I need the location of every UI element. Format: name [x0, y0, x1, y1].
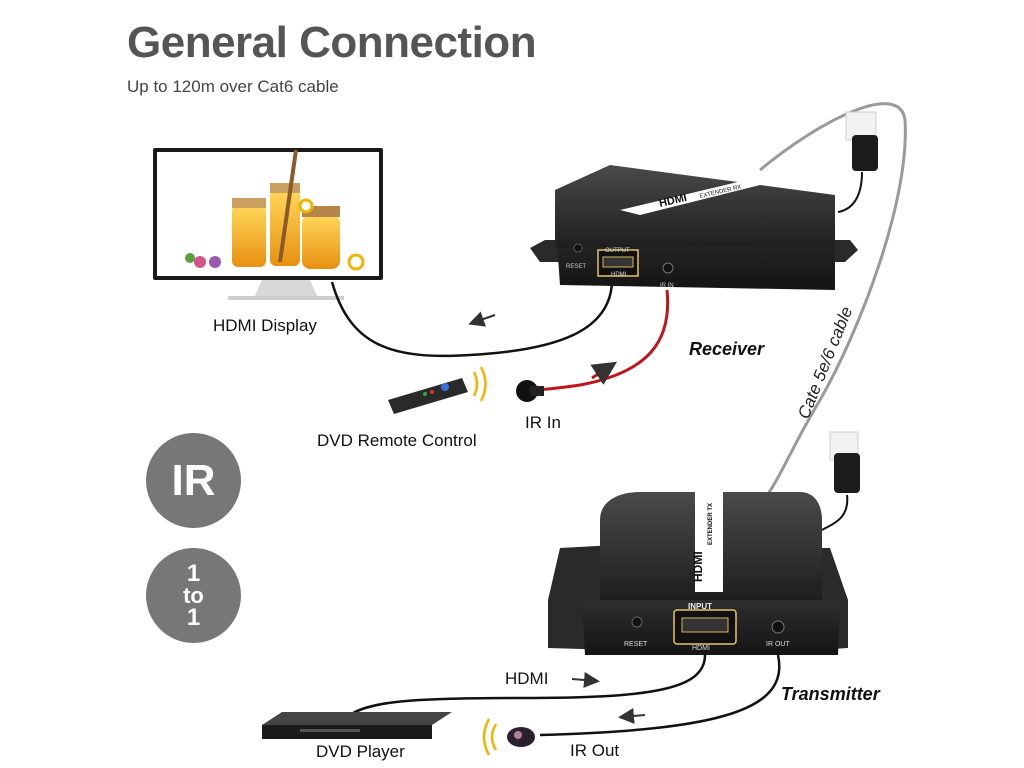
label-dvd-player: DVD Player [316, 742, 405, 761]
page-title: General Connection [127, 18, 537, 67]
one-to-one-badge: 1 to 1 [146, 548, 241, 643]
svg-text:RESET: RESET [624, 641, 648, 648]
ir-out-cable [539, 654, 781, 737]
svg-text:EXTENDER TX: EXTENDER TX [708, 503, 714, 545]
cable-label: Cate 5e/6 cable [794, 304, 856, 422]
arrow-icon [468, 311, 496, 327]
svg-text:HDMI: HDMI [691, 551, 705, 582]
arrow-icon [571, 672, 600, 688]
ir-badge: IR [146, 433, 241, 528]
power-adapter-icon [837, 111, 878, 213]
cat-cable [758, 102, 907, 506]
label-ir-in: IR In [525, 413, 561, 432]
ratio-mid: to [183, 582, 204, 608]
label-ir-out: IR Out [570, 741, 620, 760]
label-transmitter: Transmitter [781, 684, 880, 704]
ratio-bottom: 1 [186, 603, 201, 631]
page-subtitle: Up to 120m over Cat6 cable [127, 77, 339, 96]
ratio-top: 1 [186, 559, 201, 587]
svg-text:IR IN: IR IN [660, 283, 674, 289]
hdmi-cable-transmitter [344, 654, 707, 721]
signal-waves-icon [482, 718, 498, 756]
svg-text:OUTPUT: OUTPUT [605, 248, 630, 254]
hdmi-cable-receiver [330, 281, 614, 358]
remote-control-icon [388, 378, 468, 414]
dvd-player-icon [262, 712, 452, 739]
label-dvd-remote: DVD Remote Control [317, 431, 477, 450]
hdmi-display-icon [153, 148, 383, 300]
arrow-icon [618, 707, 646, 724]
ir-emitter-icon [507, 727, 535, 747]
svg-text:IR OUT: IR OUT [766, 641, 790, 648]
svg-text:INPUT: INPUT [688, 602, 712, 611]
label-receiver: Receiver [689, 339, 765, 359]
power-adapter-icon [821, 431, 860, 531]
label-hdmi: HDMI [505, 669, 549, 688]
signal-waves-icon [472, 366, 487, 402]
transmitter-device-icon: HDMI EXTENDER TX INPUT HDMI RESET IR OUT [548, 492, 848, 655]
svg-text:HDMI: HDMI [611, 272, 627, 278]
label-hdmi-display: HDMI Display [213, 316, 317, 335]
ir-receiver-icon [516, 380, 544, 402]
ir-badge-text: IR [171, 455, 216, 505]
svg-text:RESET: RESET [566, 264, 586, 270]
svg-text:HDMI: HDMI [692, 645, 710, 652]
receiver-device-icon: HDMI EXTENDER RX OUTPUT HDMI RESET IR IN [530, 165, 858, 290]
